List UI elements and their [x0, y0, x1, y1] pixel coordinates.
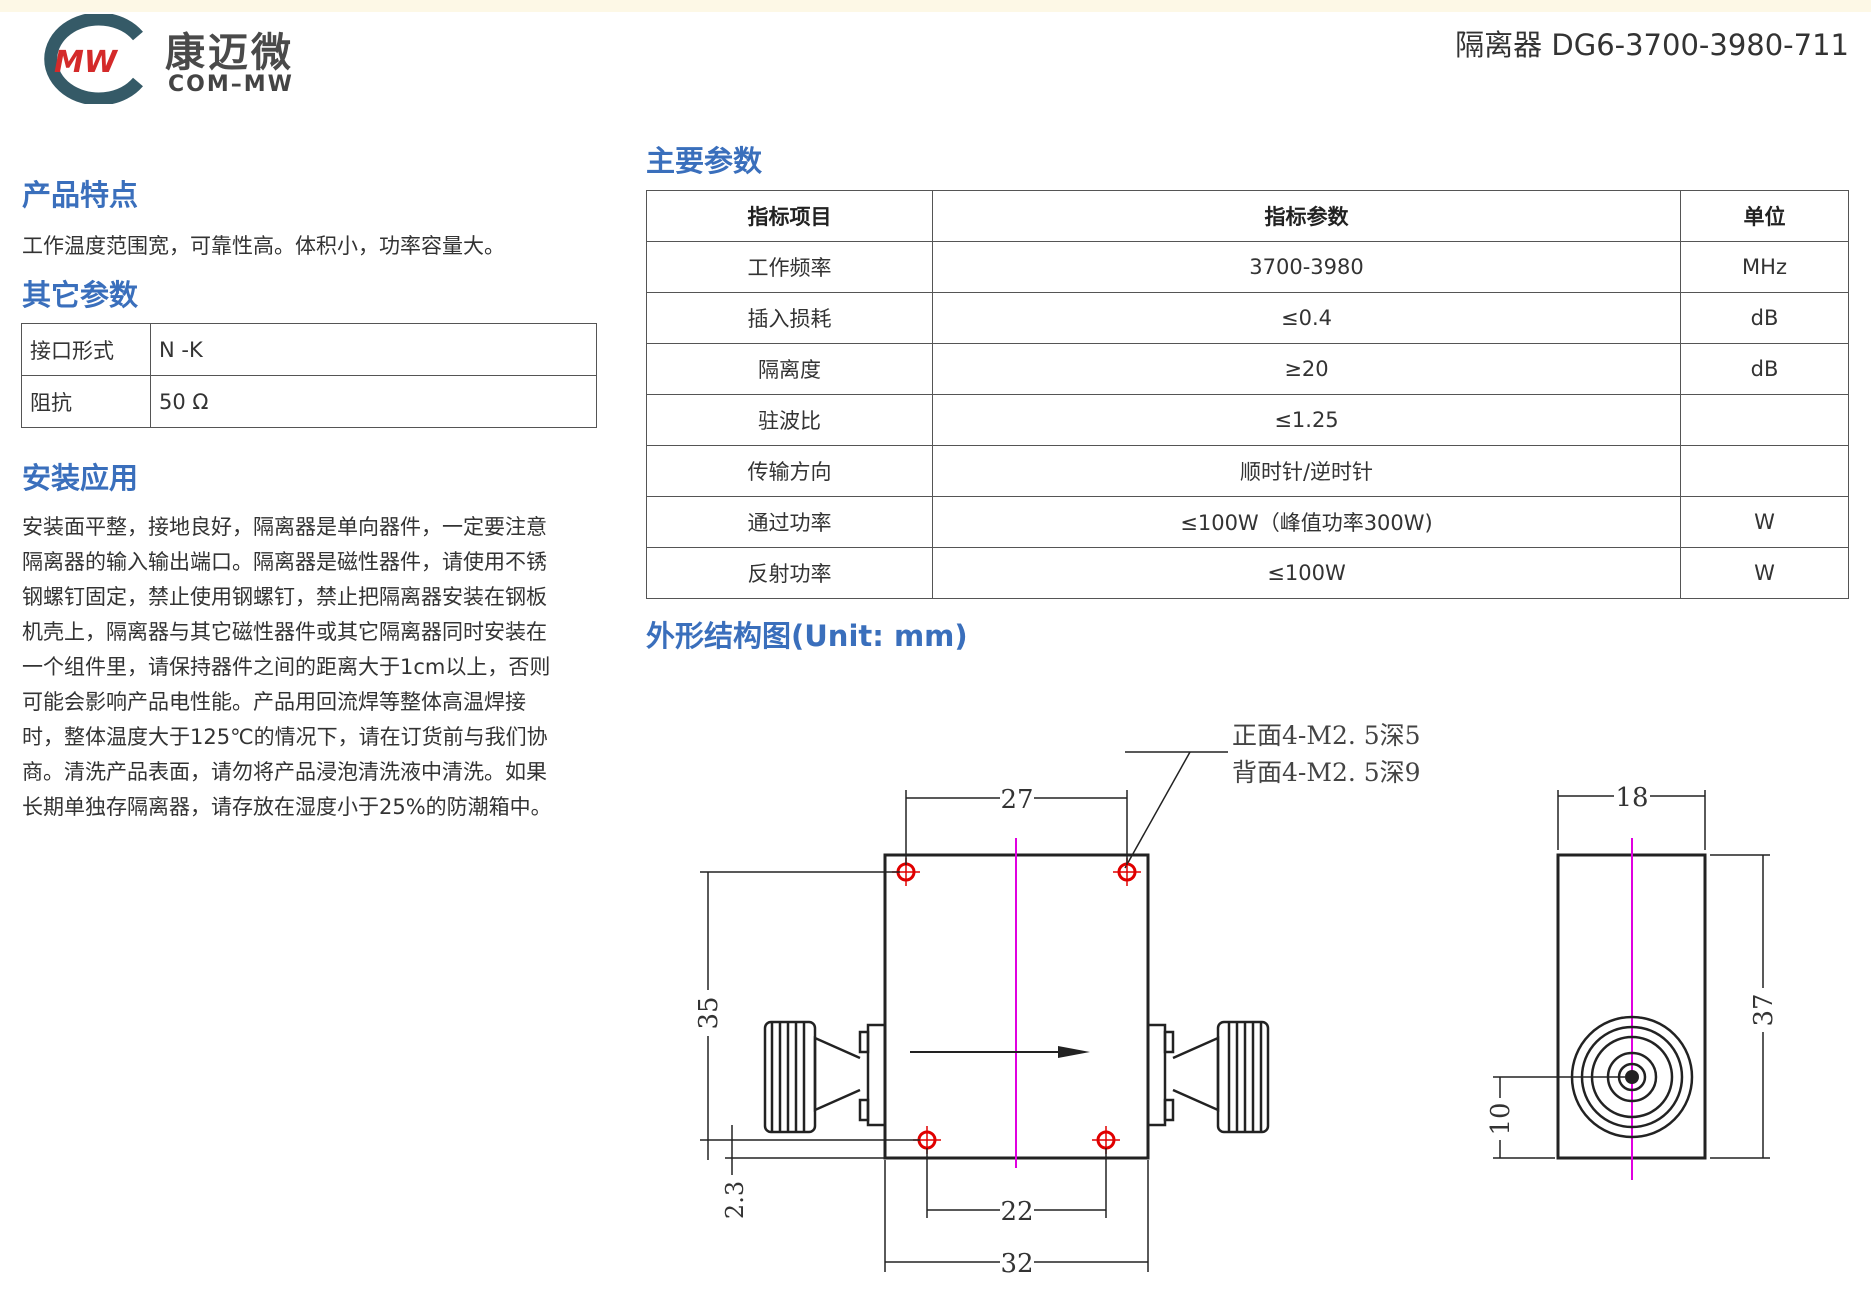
table-cell: ≥20 — [932, 343, 1681, 395]
features-text: 工作温度范围宽，可靠性高。体积小，功率容量大。 — [22, 234, 505, 258]
table-row: 隔离度 ≥20 dB — [646, 343, 1849, 395]
column-header: 指标参数 — [932, 190, 1681, 242]
logo-mark-text: MW — [54, 45, 119, 80]
table-cell: 传输方向 — [646, 445, 933, 497]
install-line: 隔离器的输入输出端口。隔离器是磁性器件，请使用不锈 — [22, 550, 547, 574]
table-cell: 驻波比 — [646, 394, 933, 446]
table-row: 接口形式 N -K — [21, 323, 597, 376]
dim-35: 35 — [694, 996, 724, 1029]
table-cell — [1680, 394, 1849, 446]
table-cell: 隔离度 — [646, 343, 933, 395]
dim-2-3: 2.3 — [721, 1181, 749, 1219]
param-key: 接口形式 — [21, 323, 151, 376]
table-cell: 反射功率 — [646, 547, 933, 599]
param-value: 50 Ω — [150, 375, 597, 428]
arrow-head-icon — [1058, 1046, 1090, 1058]
install-line: 商。清洗产品表面，请勿将产品浸泡清洗液中清洗。如果 — [22, 760, 547, 784]
dim-10: 10 — [1486, 1102, 1516, 1135]
logo-english-name: COM–MW — [168, 72, 294, 97]
dim-37: 37 — [1749, 993, 1779, 1026]
param-key: 阻抗 — [21, 375, 151, 428]
logo-mark-icon: MW — [44, 12, 143, 106]
left-n-connector — [763, 1020, 887, 1134]
side-view: 18 37 10 — [1486, 783, 1779, 1180]
install-line: 钢螺钉固定，禁止使用钢螺钉，禁止把隔离器安装在钢板 — [22, 585, 547, 609]
table-row: 传输方向 顺时针/逆时针 — [646, 445, 1849, 497]
table-cell: 工作频率 — [646, 241, 933, 293]
table-row: 工作频率 3700-3980 MHz — [646, 241, 1849, 293]
front-view: 27 22 32 35 2.3 — [694, 785, 1270, 1279]
logo-chinese-name: 康迈微 — [165, 30, 294, 76]
other-params-heading: 其它参数 — [22, 278, 139, 312]
product-title: 隔离器 DG6-3700-3980-711 — [1455, 28, 1849, 62]
main-params-heading: 主要参数 — [646, 144, 763, 178]
table-cell: ≤100W — [932, 547, 1681, 599]
main-params-table: 指标项目 指标参数 单位 工作频率 3700-3980 MHz 插入损耗 ≤0.… — [646, 190, 1849, 599]
company-logo[interactable]: MW — [20, 12, 320, 106]
table-row: 插入损耗 ≤0.4 dB — [646, 292, 1849, 344]
note-front: 正面4-M2. 5深5 — [1232, 721, 1421, 750]
table-row: 阻抗 50 Ω — [21, 375, 597, 428]
table-row: 驻波比 ≤1.25 — [646, 394, 1849, 446]
dim-18: 18 — [1615, 783, 1648, 813]
param-value: N -K — [150, 323, 597, 376]
table-cell: dB — [1680, 343, 1849, 395]
note-back: 背面4-M2. 5深9 — [1232, 758, 1421, 787]
table-cell: 3700-3980 — [932, 241, 1681, 293]
install-heading: 安装应用 — [22, 461, 139, 495]
table-cell: 通过功率 — [646, 496, 933, 548]
column-header: 单位 — [1680, 190, 1849, 242]
table-cell: 插入损耗 — [646, 292, 933, 344]
top-strip — [0, 0, 1871, 12]
table-cell: ≤100W（峰值功率300W) — [932, 496, 1681, 548]
table-cell: W — [1680, 496, 1849, 548]
column-header: 指标项目 — [646, 190, 933, 242]
table-cell: ≤0.4 — [932, 292, 1681, 344]
connector-pin — [1625, 1070, 1639, 1084]
install-line: 安装面平整，接地良好，隔离器是单向器件，一定要注意 — [22, 515, 547, 539]
install-line: 机壳上，隔离器与其它磁性器件或其它隔离器同时安装在 — [22, 620, 547, 644]
features-heading: 产品特点 — [22, 178, 139, 212]
outline-heading: 外形结构图(Unit: mm) — [646, 619, 968, 653]
dim-22: 22 — [1000, 1197, 1033, 1227]
right-n-connector — [1146, 1020, 1270, 1134]
table-cell: ≤1.25 — [932, 394, 1681, 446]
table-cell: W — [1680, 547, 1849, 599]
outline-drawing: 正面4-M2. 5深5 背面4-M2. 5深9 — [694, 721, 1779, 1279]
table-header-row: 指标项目 指标参数 单位 — [646, 190, 1849, 242]
install-line: 长期单独存隔离器，请存放在湿度小于25%的防潮箱中。 — [22, 795, 552, 819]
table-cell: MHz — [1680, 241, 1849, 293]
table-cell — [1680, 445, 1849, 497]
install-text: 安装面平整，接地良好，隔离器是单向器件，一定要注意 隔离器的输入输出端口。隔离器… — [22, 510, 596, 825]
table-row: 通过功率 ≤100W（峰值功率300W) W — [646, 496, 1849, 548]
install-line: 可能会影响产品电性能。产品用回流焊等整体高温焊接 — [22, 690, 526, 714]
dim-32: 32 — [1000, 1249, 1033, 1279]
table-cell: 顺时针/逆时针 — [932, 445, 1681, 497]
dim-27: 27 — [1000, 785, 1033, 815]
other-params-table: 接口形式 N -K 阻抗 50 Ω — [21, 323, 597, 428]
leader-line — [1124, 751, 1191, 869]
table-cell: dB — [1680, 292, 1849, 344]
install-line: 一个组件里，请保持器件之间的距离大于1cm以上，否则 — [22, 655, 551, 679]
table-row: 反射功率 ≤100W W — [646, 547, 1849, 599]
install-line: 时，整体温度大于125℃的情况下，请在订货前与我们协 — [22, 725, 548, 749]
